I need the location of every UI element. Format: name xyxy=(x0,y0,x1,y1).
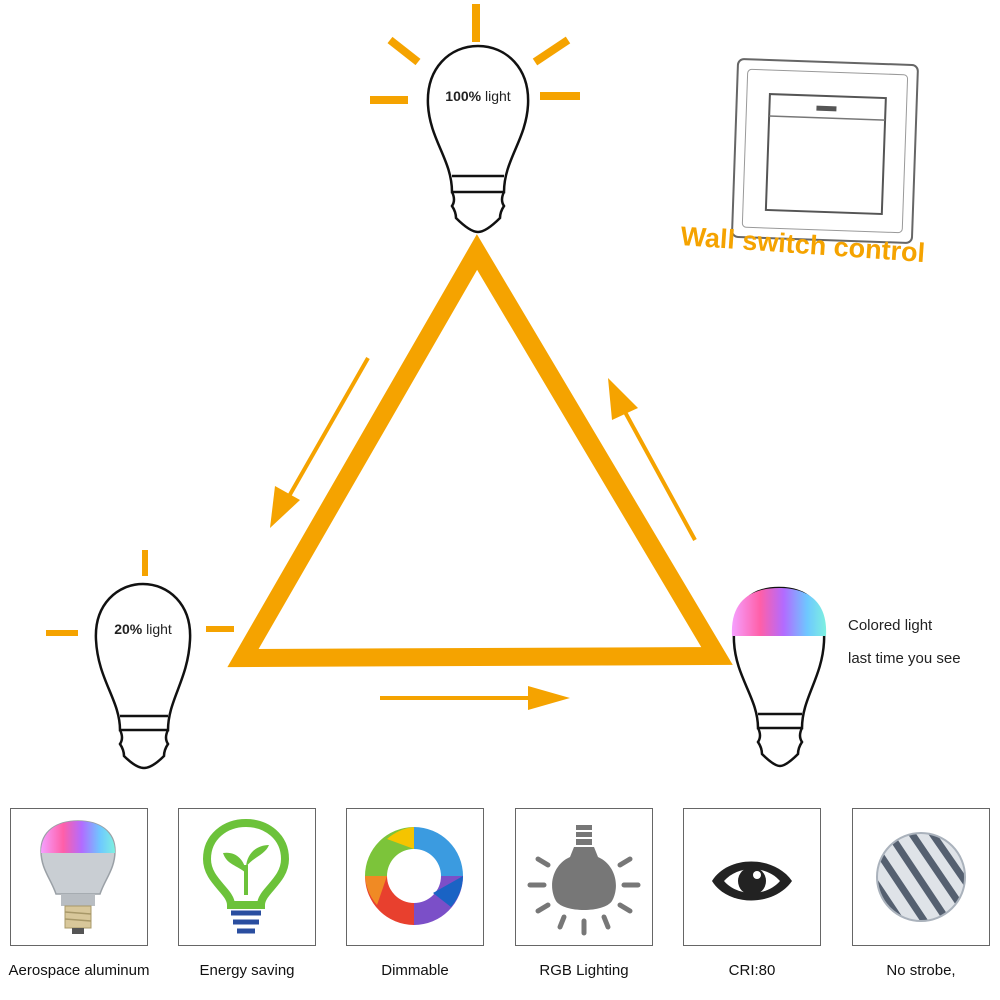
feature-card-cri xyxy=(683,808,821,946)
no-strobe-icon xyxy=(876,832,966,922)
left-bulb-rays xyxy=(46,550,234,636)
rgb-bulb-icon xyxy=(527,825,641,936)
arrow-right xyxy=(380,686,570,710)
feature-card-rgb xyxy=(515,808,653,946)
color-bulb-icon xyxy=(731,586,827,768)
top-bulb-icon xyxy=(426,44,530,234)
cycle-triangle xyxy=(227,234,733,668)
eye-icon xyxy=(712,861,792,901)
color-bulb-line2: last time you see xyxy=(848,650,961,667)
dimmable-ring-icon xyxy=(365,827,463,925)
top-bulb-label: 100% light xyxy=(445,88,510,104)
feature-label-aluminum: Aerospace aluminum xyxy=(8,962,150,979)
color-bulb-line1: Colored light xyxy=(848,617,933,634)
feature-card-nostrobe xyxy=(852,808,990,946)
left-bulb-icon xyxy=(94,582,192,770)
energy-saving-bulb-icon xyxy=(202,818,290,934)
wall-switch-icon xyxy=(731,58,919,244)
feature-label-rgb: RGB Lighting xyxy=(539,962,629,979)
feature-label-dimmable: Dimmable xyxy=(381,962,449,979)
feature-card-aluminum xyxy=(10,808,148,946)
arrow-down-left xyxy=(270,357,370,528)
top-bulb-rays xyxy=(370,4,580,104)
feature-label-cri: CRI:80 xyxy=(728,962,776,979)
feature-label-nostrobe: No strobe, xyxy=(886,962,956,979)
left-bulb-label: 20% light xyxy=(114,621,172,637)
feature-card-dimmable xyxy=(346,808,484,946)
light-cycle-diagram: 100% light 20% light Colored light last … xyxy=(46,4,961,770)
feature-label-energy: Energy saving xyxy=(199,962,295,979)
arrow-up-left xyxy=(608,378,697,541)
feature-card-energy xyxy=(178,808,316,946)
aluminum-bulb-icon xyxy=(40,820,116,934)
